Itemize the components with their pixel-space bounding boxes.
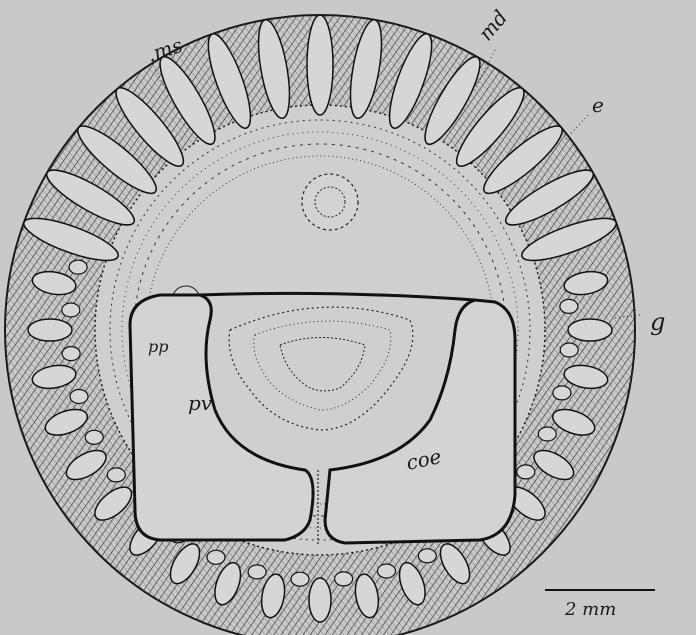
- muscle-band: [28, 319, 72, 341]
- muscle-band-small: [62, 303, 80, 317]
- muscle-band-small: [517, 465, 535, 479]
- muscle-band: [307, 15, 333, 115]
- muscle-band-small: [70, 390, 88, 404]
- label-pp: pp: [148, 337, 168, 356]
- muscle-band-small: [207, 550, 225, 564]
- muscle-band-small: [107, 468, 125, 482]
- muscle-band-small: [553, 386, 571, 400]
- muscle-band-small: [378, 564, 396, 578]
- muscle-band-small: [69, 260, 87, 274]
- scale-bar: 2 mm: [545, 590, 655, 620]
- muscle-band: [568, 319, 612, 341]
- label-md: md: [473, 5, 512, 45]
- label-e: e: [592, 93, 604, 117]
- dorsal-vessel: [302, 174, 358, 230]
- muscle-band-small: [291, 572, 309, 586]
- label-g: g: [650, 308, 665, 336]
- muscle-band-small: [248, 565, 266, 579]
- muscle-band-small: [335, 572, 353, 586]
- muscle-band-small: [560, 343, 578, 357]
- scale-bar-label: 2 mm: [564, 599, 616, 620]
- muscle-band-small: [62, 347, 80, 361]
- muscle-band-small: [85, 430, 103, 444]
- muscle-band-small: [418, 549, 436, 563]
- label-pv: pv: [188, 391, 213, 415]
- muscle-band-small: [560, 299, 578, 313]
- muscle-band: [309, 578, 331, 622]
- muscle-band-small: [538, 427, 556, 441]
